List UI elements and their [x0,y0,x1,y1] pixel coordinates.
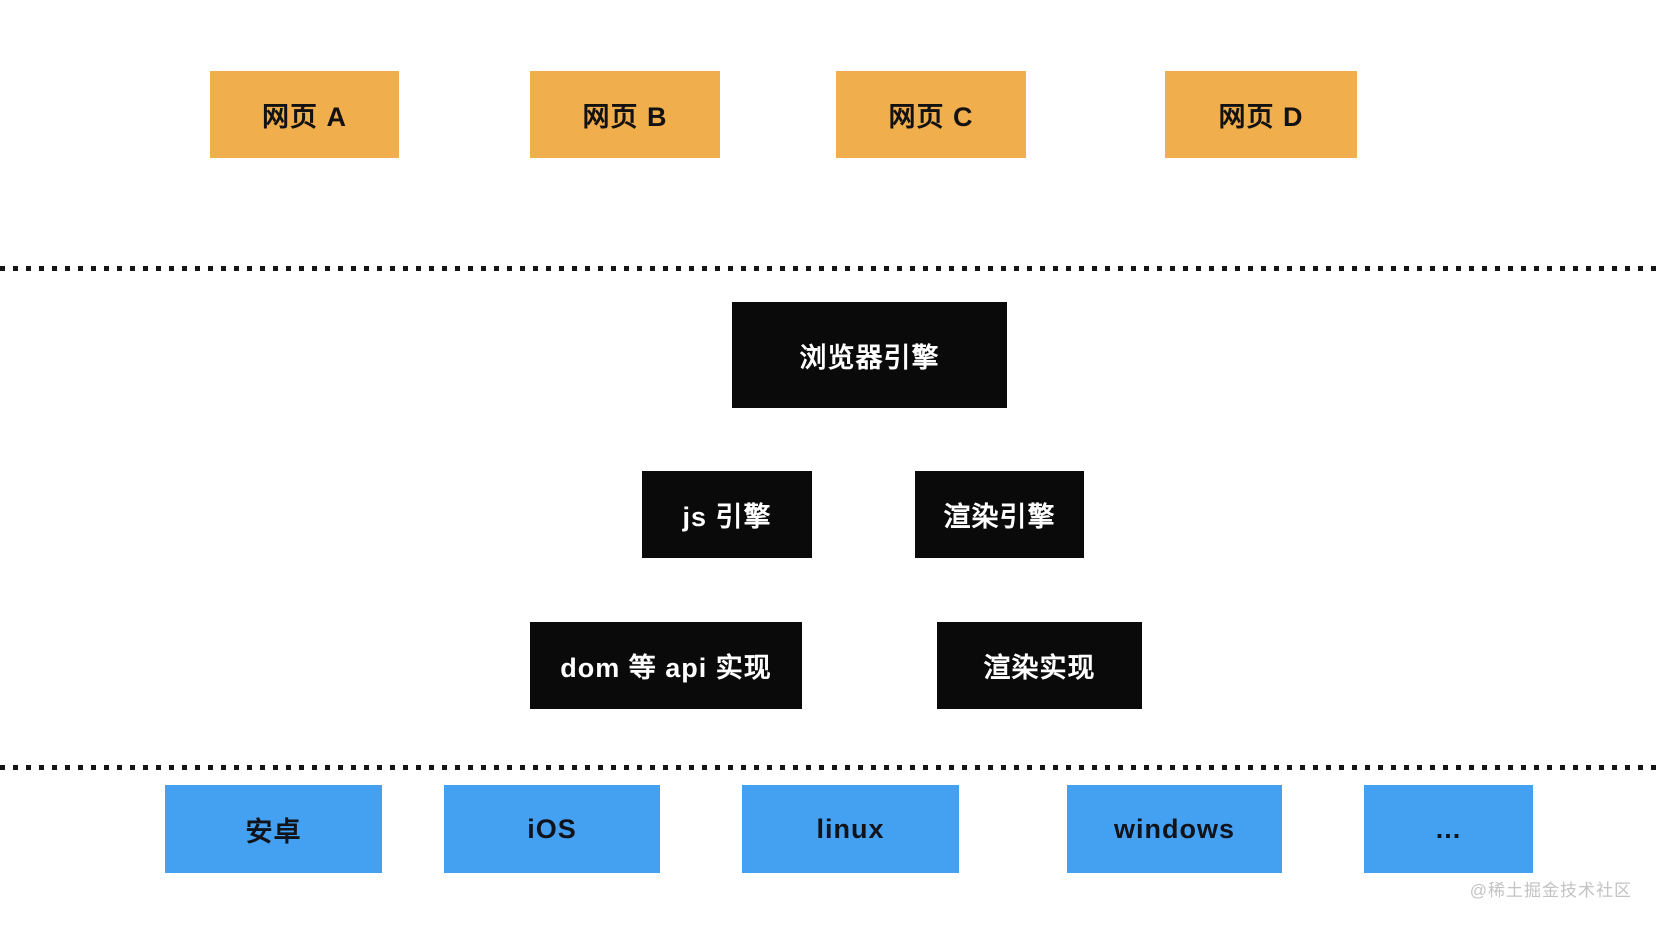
webpage-c-box: 网页 C [836,71,1026,158]
webpage-a-box: 网页 A [210,71,399,158]
browser-engine-box: 浏览器引擎 [732,302,1007,408]
render-engine-box: 渲染引擎 [915,471,1084,558]
platform-more-box: ... [1364,785,1533,873]
webpage-b-box: 网页 B [530,71,720,158]
bottom-dotted-divider [0,765,1656,770]
platform-linux-box: linux [742,785,959,873]
js-engine-box: js 引擎 [642,471,812,558]
platform-ios-box: iOS [444,785,660,873]
platform-android-box: 安卓 [165,785,382,873]
juejin-watermark: @稀土掘金技术社区 [1469,881,1632,900]
dom-api-implementation-box: dom 等 api 实现 [530,622,802,709]
render-implementation-box: 渲染实现 [937,622,1142,709]
top-dotted-divider [0,266,1656,271]
webpage-d-box: 网页 D [1165,71,1357,158]
platform-windows-box: windows [1067,785,1282,873]
